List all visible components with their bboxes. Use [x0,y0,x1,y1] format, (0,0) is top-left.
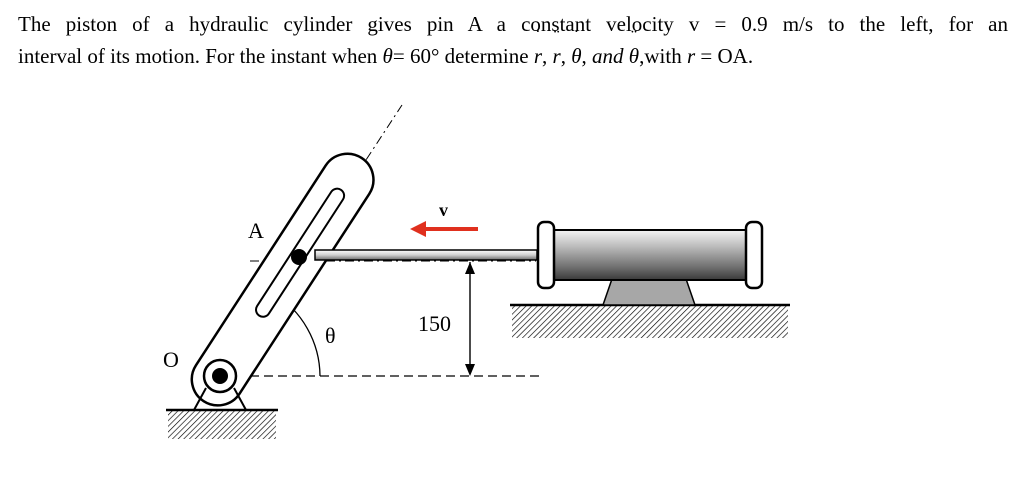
problem-statement: The piston of a hydraulic cylinder gives… [18,8,1008,72]
hydraulic-cylinder [536,220,764,290]
theta-symbol: θ [382,44,393,68]
height-dimension [465,262,475,376]
problem-text-2c: ,with [639,44,687,68]
problem-text-2a: interval of its motion. For the instant … [18,44,383,68]
label-150: 150 [418,311,451,336]
piston-rod [314,249,538,261]
and-word: and [592,44,624,68]
pivot-o [193,358,247,411]
label-a: A [248,218,264,243]
problem-line-1: The piston of a hydraulic cylinder gives… [18,12,1008,36]
label-v: v [439,200,448,220]
r-symbol: r [686,44,696,68]
problem-line-2: interval of its motion. For the instant … [18,40,1008,72]
r-ddot-symbol: r [553,40,561,72]
comma-1: , [542,44,553,68]
problem-text-2b: = 60° determine [392,44,534,68]
label-o: O [163,347,179,372]
velocity-arrow [410,221,478,237]
comma-2: , [560,44,572,68]
theta-ddot-symbol: θ [629,40,639,72]
pin-a [291,249,307,265]
pivot-ground [166,408,278,439]
cylinder-ground [510,303,790,338]
r-dot-symbol: r [534,40,542,72]
label-theta: θ [325,323,336,348]
theta-dot-symbol: θ [571,40,581,72]
comma-3: , [581,44,593,68]
problem-text-2d: = OA. [695,44,754,68]
